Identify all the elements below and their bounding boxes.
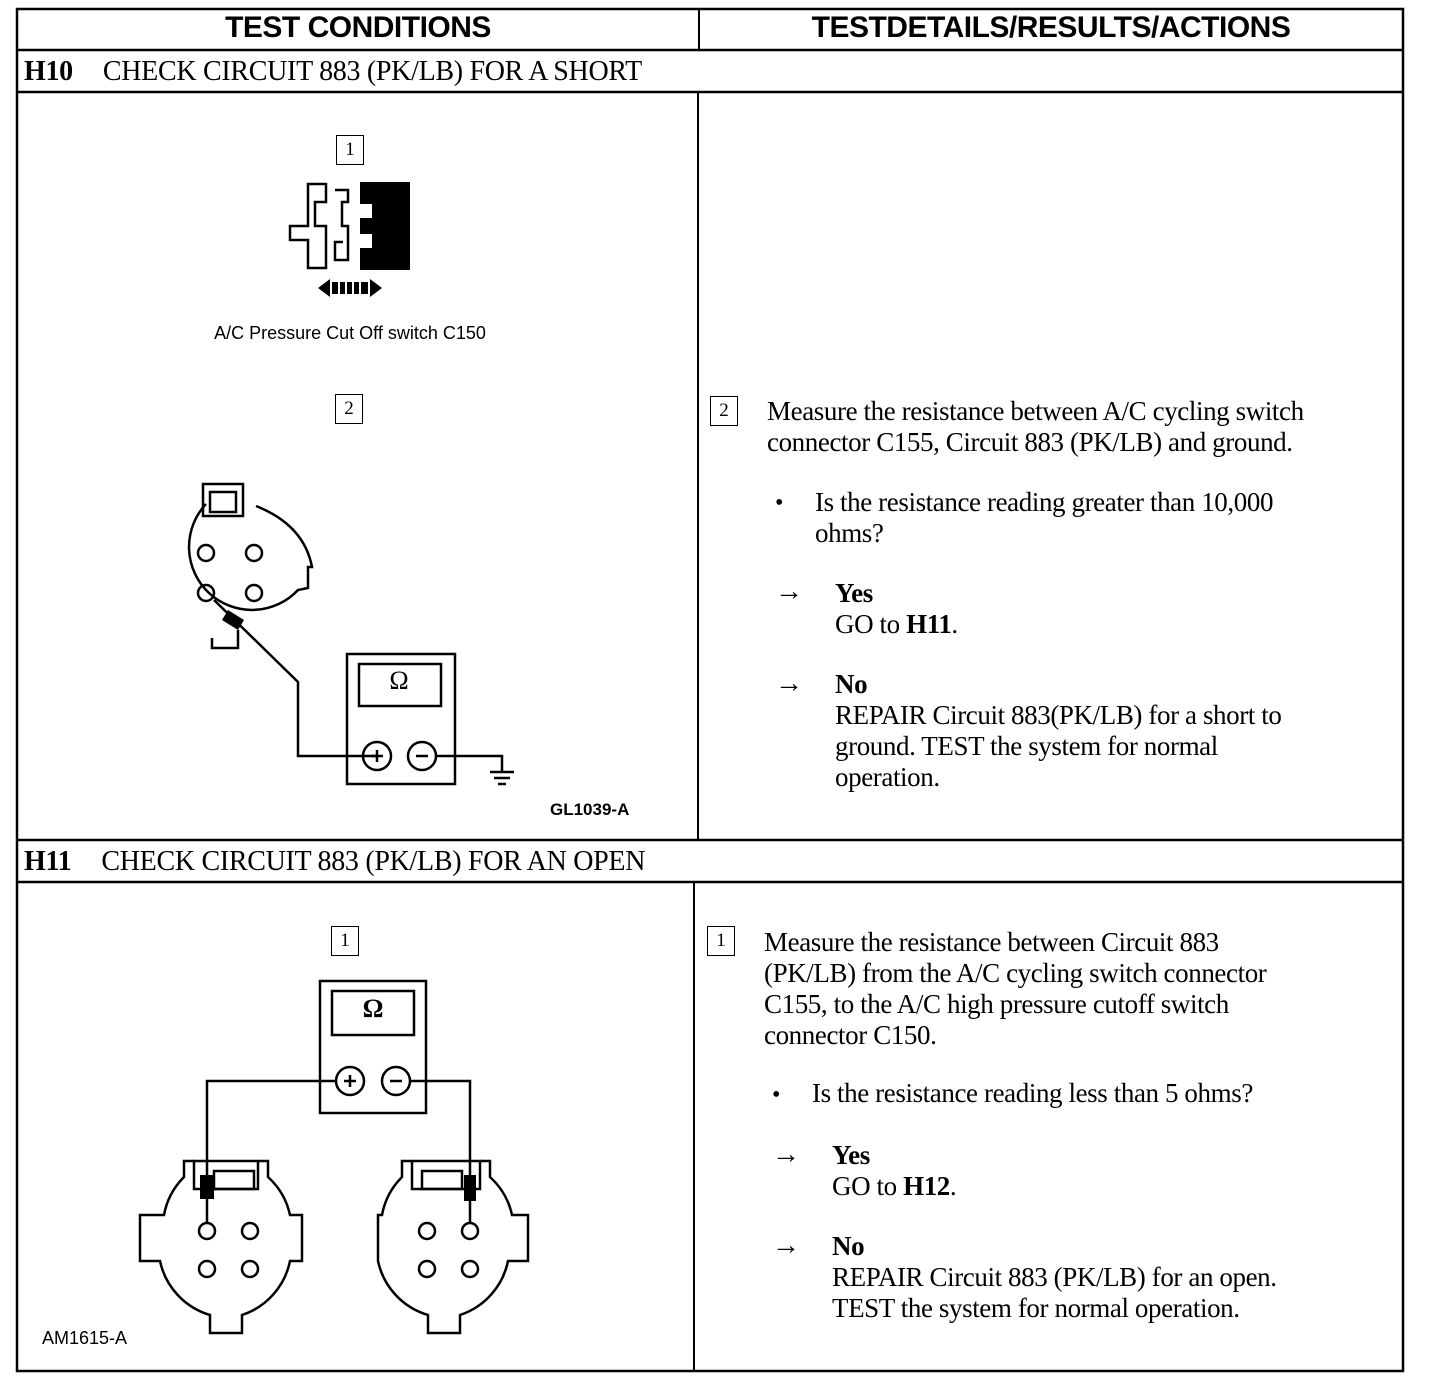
connector-disconnect-icon [288,182,410,297]
h10-yes-label: Yes [835,578,873,608]
h10-figure-code: GL1039-A [550,800,630,819]
h11-yes-target: H12 [903,1171,950,1201]
h11-yes-action-suffix: . [949,1171,957,1201]
h11-instruction-line: connector C150. [764,1020,937,1050]
h10-detail-step-number: 2 [710,396,738,426]
section-title-h10: H10 CHECK CIRCUIT 883 (PK/LB) FOR A SHORT [24,56,642,88]
section-heading-h10: CHECK CIRCUIT 883 (PK/LB) FOR A SHORT [102,56,642,87]
h10-question-bullet: • [775,490,784,516]
h10-no-line: REPAIR Circuit 883(PK/LB) for a short to [835,700,1282,730]
h11-figure-code: AM1615-A [42,1328,128,1348]
h10-yes-target: H11 [906,609,952,639]
h10-step1-caption: A/C Pressure Cut Off switch C150 [214,323,486,343]
h11-step1-number: 1 [331,926,359,956]
h11-question-line: Is the resistance reading less than 5 oh… [812,1078,1253,1108]
h11-question: Is the resistance reading less than 5 oh… [812,1078,1253,1109]
h10-instruction-line: connector C155, Circuit 883 (PK/LB) and … [767,427,1293,457]
h11-yes-action: GO to H12. [832,1171,957,1202]
h10-no-line: ground. TEST the system for normal [835,731,1218,761]
h11-instruction: Measure the resistance between Circuit 8… [764,927,1267,1051]
header-test-conditions: TEST CONDITIONS [225,11,491,44]
h11-question-bullet: • [772,1082,781,1108]
h11-yes-action-text: GO to [832,1171,904,1201]
ohmmeter-to-ground-diagram [187,482,514,786]
section-code-h11: H11 [24,846,72,877]
h10-no-branch: No REPAIR Circuit 883(PK/LB) for a short… [835,669,1282,793]
h11-no-arrow: → [772,1230,800,1261]
h10-instruction-line: Measure the resistance between A/C cycli… [767,396,1304,426]
h11-yes-label: Yes [832,1140,870,1170]
h11-no-branch: No REPAIR Circuit 883 (PK/LB) for an ope… [832,1231,1277,1324]
h10-yes-action-suffix: . [951,609,958,639]
section-heading-h11: CHECK CIRCUIT 883 (PK/LB) FOR AN OPEN [101,846,646,877]
section-title-h11: H11 CHECK CIRCUIT 883 (PK/LB) FOR AN OPEN [24,846,645,878]
h10-question-line: ohms? [815,518,884,548]
h10-step1-number: 1 [336,135,364,165]
h11-yes-branch: Yes GO to H12. [832,1140,957,1202]
ohmmeter-two-connectors-diagram [138,979,530,1335]
h11-instruction-line: C155, to the A/C high pressure cutoff sw… [764,989,1229,1019]
h10-no-line: operation. [835,762,940,792]
h11-detail-step-number: 1 [707,926,735,956]
h11-no-label: No [832,1231,865,1261]
h10-yes-arrow: → [775,576,803,607]
h10-yes-branch: Yes GO to H11. [835,578,958,640]
header-test-details: TESTDETAILS/RESULTS/ACTIONS [811,11,1291,44]
h10-question: Is the resistance reading greater than 1… [815,487,1273,549]
h11-instruction-line: Measure the resistance between Circuit 8… [764,927,1219,957]
h11-instruction-line: (PK/LB) from the A/C cycling switch conn… [764,958,1267,988]
h10-instruction: Measure the resistance between A/C cycli… [767,396,1304,458]
h11-yes-arrow: → [772,1139,800,1170]
h11-no-line: REPAIR Circuit 883 (PK/LB) for an open. [832,1262,1277,1292]
h10-no-label: No [835,669,868,699]
h11-no-line: TEST the system for normal operation. [832,1293,1240,1323]
h10-ohm-symbol: Ω [389,666,409,695]
h11-ohm-symbol: Ω [362,994,384,1023]
h10-no-arrow: → [775,668,803,699]
section-code-h10: H10 [24,56,73,87]
h10-yes-action-text: GO to [835,609,907,639]
h10-step2-number: 2 [335,394,363,424]
h10-question-line: Is the resistance reading greater than 1… [815,487,1274,517]
h10-yes-action: GO to H11. [835,609,958,640]
